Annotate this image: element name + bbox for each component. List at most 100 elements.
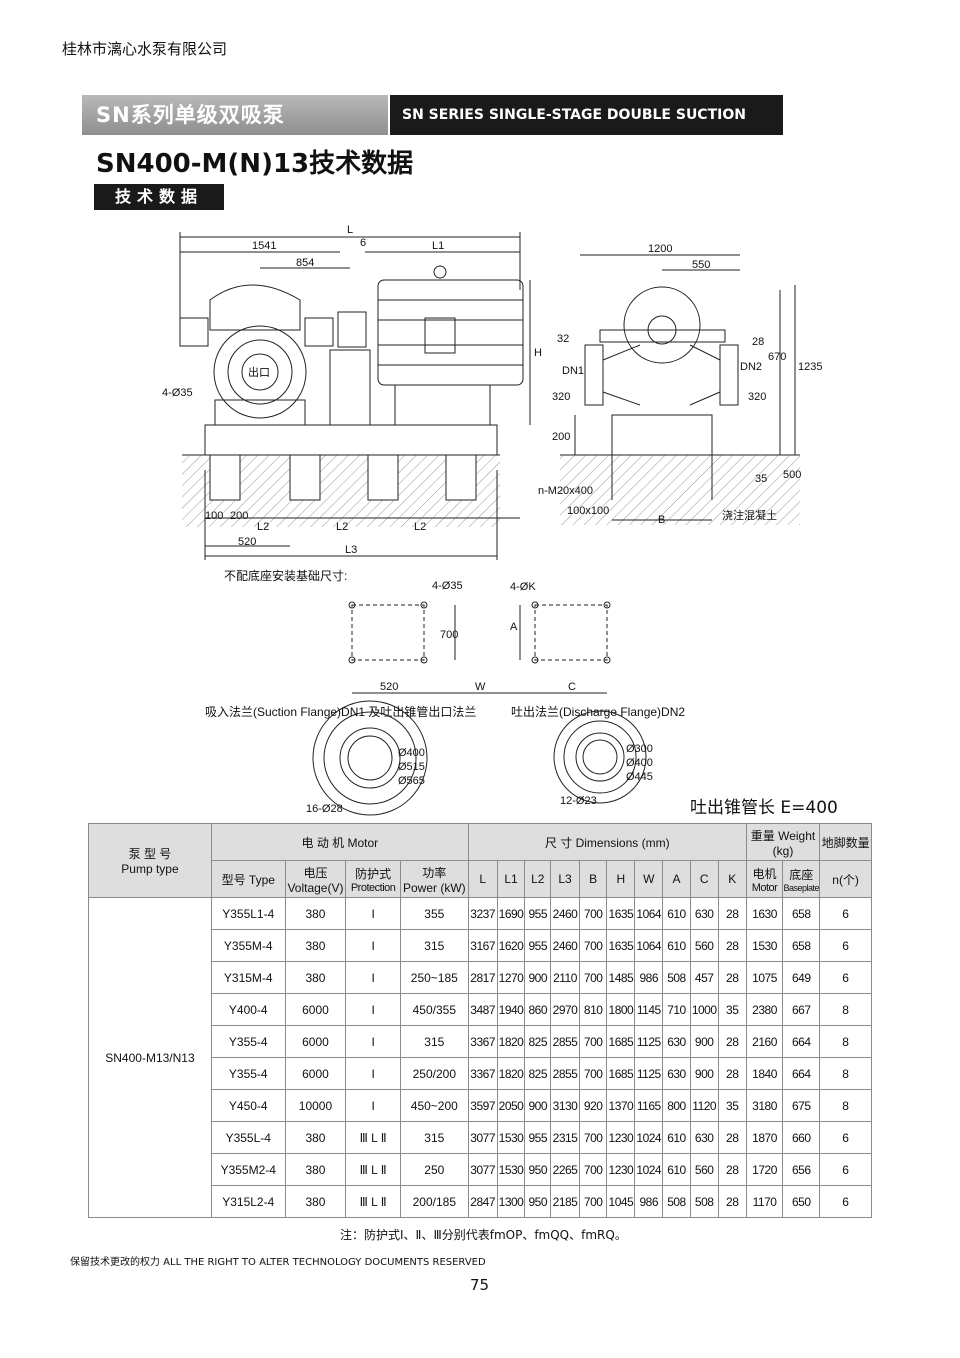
table-cell: 6 [819,929,872,962]
table-cell: 8 [819,1057,872,1090]
table-cell: 860 [524,993,552,1026]
dim-label: 200 [552,431,570,443]
table-cell: 2460 [550,897,580,930]
table-cell: 1120 [689,1089,719,1122]
table-cell: 1125 [634,1057,664,1090]
table-cell: 6000 [284,993,347,1026]
table-cell: 1620 [496,929,526,962]
table-cell: 1530 [496,1153,526,1186]
table-cell: 1300 [496,1185,526,1218]
table-cell: 3487 [467,993,498,1026]
table-cell: 1145 [634,993,664,1026]
table-cell: I [345,897,401,930]
table-cell: 3077 [467,1121,498,1154]
dim-label: 1541 [252,240,276,252]
table-cell: 6 [819,1185,872,1218]
table-cell: 700 [578,929,608,962]
table-cell: I [345,961,401,994]
table-cell: 630 [662,1057,691,1090]
table-cell: 2160 [745,1025,784,1058]
dim-label: 1235 [798,361,822,373]
table-cell: 1170 [745,1185,784,1218]
table-cell: 658 [782,929,821,962]
table-cell: 1630 [745,897,784,930]
table-cell: 2855 [550,1057,580,1090]
table-cell: 986 [634,1185,664,1218]
table-cell: 380 [284,929,347,962]
table-cell: 675 [782,1089,821,1122]
table-cell: 560 [689,1153,719,1186]
dim-label: Ø400 [398,747,425,759]
dim-label: 854 [296,257,314,269]
table-cell: 700 [578,1185,608,1218]
dim-label: DN2 [740,361,762,373]
dim-label: 520 [238,536,256,548]
table-cell: 630 [689,897,719,930]
pump-technical-drawing: L 1541 6 L1 854 H 4-Ø35 出口 100 200 L2 L2… [162,224,822,816]
dim-label: 6 [360,237,366,249]
dim-label: 4-ØK [510,581,536,593]
table-cell: 28 [717,1057,747,1090]
table-cell: 1635 [606,929,636,962]
table-cell: 3367 [467,1057,498,1090]
dim-label: 12-Ø23 [560,795,597,807]
table-cell: 1635 [606,897,636,930]
foundation-title: 不配底座安装基础尺寸: [224,568,347,583]
table-cell: 380 [284,1121,347,1154]
header-motor-type: 型号 Type [210,860,286,898]
table-cell: 2855 [550,1025,580,1058]
dim-label: B [658,514,665,526]
table-cell: 1370 [606,1089,636,1122]
table-cell: 315 [399,1121,469,1154]
table-cell: 630 [689,1121,719,1154]
page-number: 75 [470,1276,490,1294]
header-feet: 地脚数量 [819,823,872,861]
table-cell: 315 [399,1025,469,1058]
table-cell: Y355L-4 [210,1121,286,1154]
table-cell: 35 [717,1089,747,1122]
table-cell: Y355M2-4 [210,1153,286,1186]
table-cell: Y355-4 [210,1057,286,1090]
table-cell: Ⅲ L Ⅱ [345,1185,401,1218]
table-cell: 1075 [745,961,784,994]
table-cell: Y355M-4 [210,929,286,962]
table-cell: I [345,1057,401,1090]
table-cell: 664 [782,1025,821,1058]
table-cell: Y315L2-4 [210,1185,286,1218]
table-cell: 250/200 [399,1057,469,1090]
dim-label: L [347,224,353,236]
dim-label: Ø565 [398,775,425,787]
table-cell: 28 [717,929,747,962]
table-cell: 450/355 [399,993,469,1026]
table-cell: 1024 [634,1153,664,1186]
table-cell: 200/185 [399,1185,469,1218]
table-cell: 1720 [745,1153,784,1186]
table-cell: 955 [524,897,552,930]
table-cell: 610 [662,929,691,962]
table-cell: 920 [578,1089,608,1122]
table-cell: 8 [819,1089,872,1122]
dim-label: Ø515 [398,761,425,773]
table-cell: 3167 [467,929,498,962]
table-cell: 1820 [496,1025,526,1058]
header-feet-count: n(个) [819,860,872,898]
header-dim-col: L3 [550,860,580,898]
table-cell: 3130 [550,1089,580,1122]
table-cell: 3367 [467,1025,498,1058]
header-motor-weight: 电机 Motor [745,860,784,898]
table-cell: 8 [819,1025,872,1058]
dim-label: L2 [336,521,348,533]
table-cell: 2050 [496,1089,526,1122]
table-cell: 6 [819,1121,872,1154]
table-cell: 508 [689,1185,719,1218]
table-cell: 610 [662,1153,691,1186]
table-cell: 508 [662,1185,691,1218]
table-cell: Y315M-4 [210,961,286,994]
header-dim-col: L2 [524,860,552,898]
table-cell: 6 [819,1153,872,1186]
table-cell: 2460 [550,929,580,962]
table-cell: 1125 [634,1025,664,1058]
table-cell: 658 [782,897,821,930]
